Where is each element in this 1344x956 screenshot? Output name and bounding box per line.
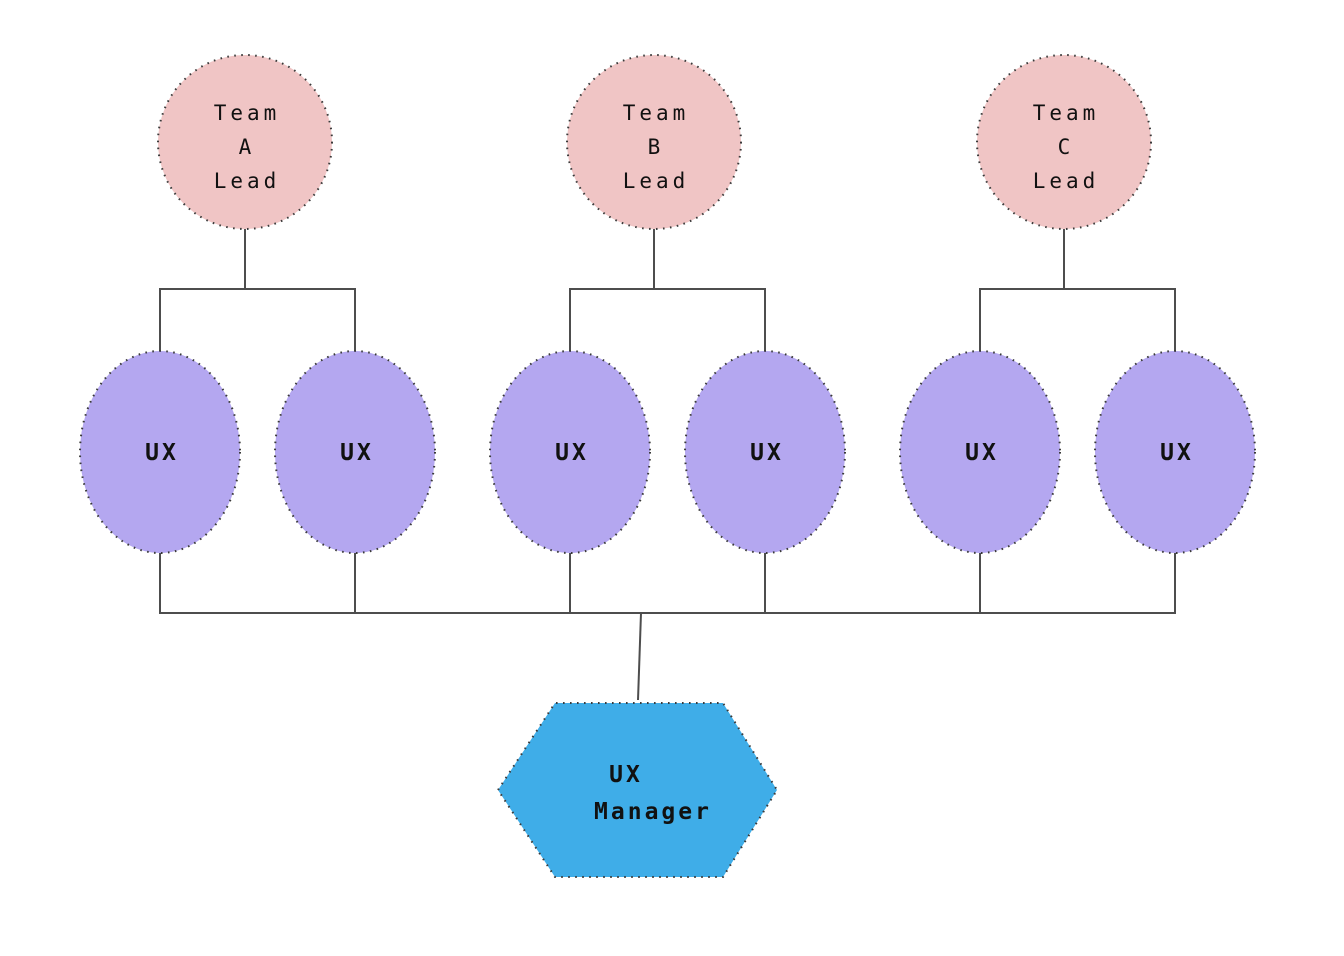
ux-5-shape — [899, 350, 1061, 554]
team-a-lead-shape — [157, 54, 333, 230]
ux-3-node: UX — [489, 350, 651, 554]
team-a-lead-label-line1: Team — [214, 101, 281, 125]
ux-2-node: UX — [274, 350, 436, 554]
team-a-lead-label-line3: Lead — [214, 169, 281, 193]
ux-6-shape — [1094, 350, 1256, 554]
ux-manager-node: UX Manager — [496, 702, 779, 878]
team-c-lead-label-line1: Team — [1033, 101, 1100, 125]
ux-1-label: UX — [145, 440, 179, 466]
edge-manager-stem — [637, 612, 642, 701]
ux-4-shape — [684, 350, 846, 554]
ux-1-node: UX — [79, 350, 241, 554]
team-b-lead-label-line3: Lead — [623, 169, 690, 193]
ux-6-label: UX — [1160, 440, 1194, 466]
ux-3-label: UX — [555, 440, 589, 466]
ux-3-shape — [489, 350, 651, 554]
ux-manager-shape — [496, 702, 779, 878]
ux-2-shape — [274, 350, 436, 554]
team-c-lead-label-line3: Lead — [1033, 169, 1100, 193]
ux-1-shape — [79, 350, 241, 554]
team-a-lead-node: Team A Lead — [157, 54, 333, 230]
ux-manager-label-line2: Manager — [594, 799, 712, 825]
team-b-lead-label-line1: Team — [623, 101, 690, 125]
team-c-lead-label-line2: C — [1058, 135, 1075, 159]
team-a-lead-label-line2: A — [239, 135, 256, 159]
ux-2-label: UX — [340, 440, 374, 466]
team-b-lead-label-line2: B — [648, 135, 665, 159]
ux-manager-label-line1: UX — [609, 762, 643, 788]
ux-4-node: UX — [684, 350, 846, 554]
team-c-lead-node: Team C Lead — [976, 54, 1152, 230]
team-b-lead-node: Team B Lead — [566, 54, 742, 230]
ux-4-label: UX — [750, 440, 784, 466]
connector-lines — [159, 229, 1176, 701]
ux-5-node: UX — [899, 350, 1061, 554]
ux-5-label: UX — [965, 440, 999, 466]
team-b-lead-shape — [566, 54, 742, 230]
team-c-lead-shape — [976, 54, 1152, 230]
ux-6-node: UX — [1094, 350, 1256, 554]
